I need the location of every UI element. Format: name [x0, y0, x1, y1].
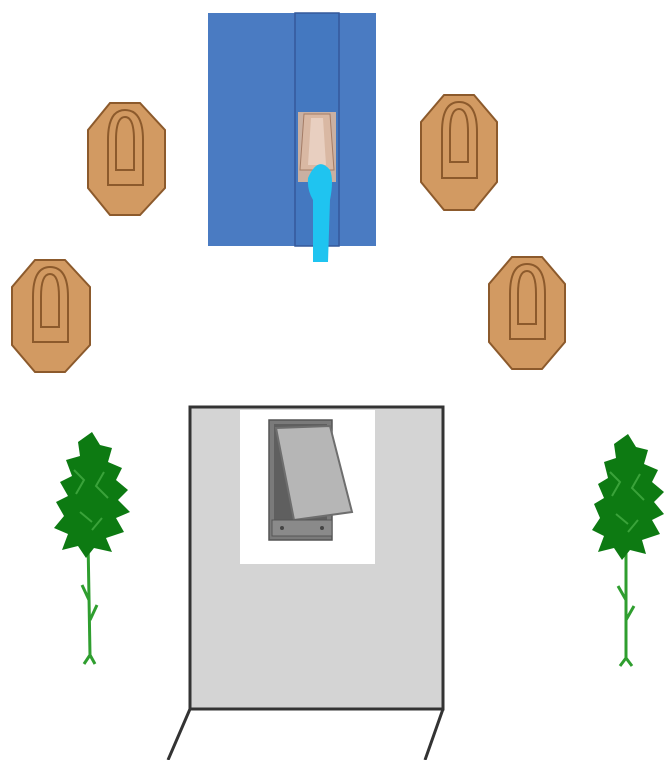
octagon-target-icon	[88, 103, 165, 215]
steel-target-top-left	[88, 103, 165, 215]
octagon-target-icon	[421, 95, 497, 210]
tree-trunk	[618, 540, 634, 666]
building-porch	[168, 709, 443, 760]
tree-left	[54, 432, 130, 664]
blue-block	[208, 13, 376, 262]
octagon-target-icon	[489, 257, 565, 369]
pine-tree-icon	[54, 432, 130, 558]
octagon-target-icon	[12, 260, 90, 372]
steel-target-mid-left	[12, 260, 90, 372]
tree-trunk	[82, 540, 97, 664]
building	[168, 407, 443, 760]
steel-target-mid-right	[489, 257, 565, 369]
tree-right	[592, 434, 664, 666]
pine-tree-icon	[592, 434, 664, 560]
blue-block-body	[208, 13, 376, 246]
steel-target-top-right	[421, 95, 497, 210]
